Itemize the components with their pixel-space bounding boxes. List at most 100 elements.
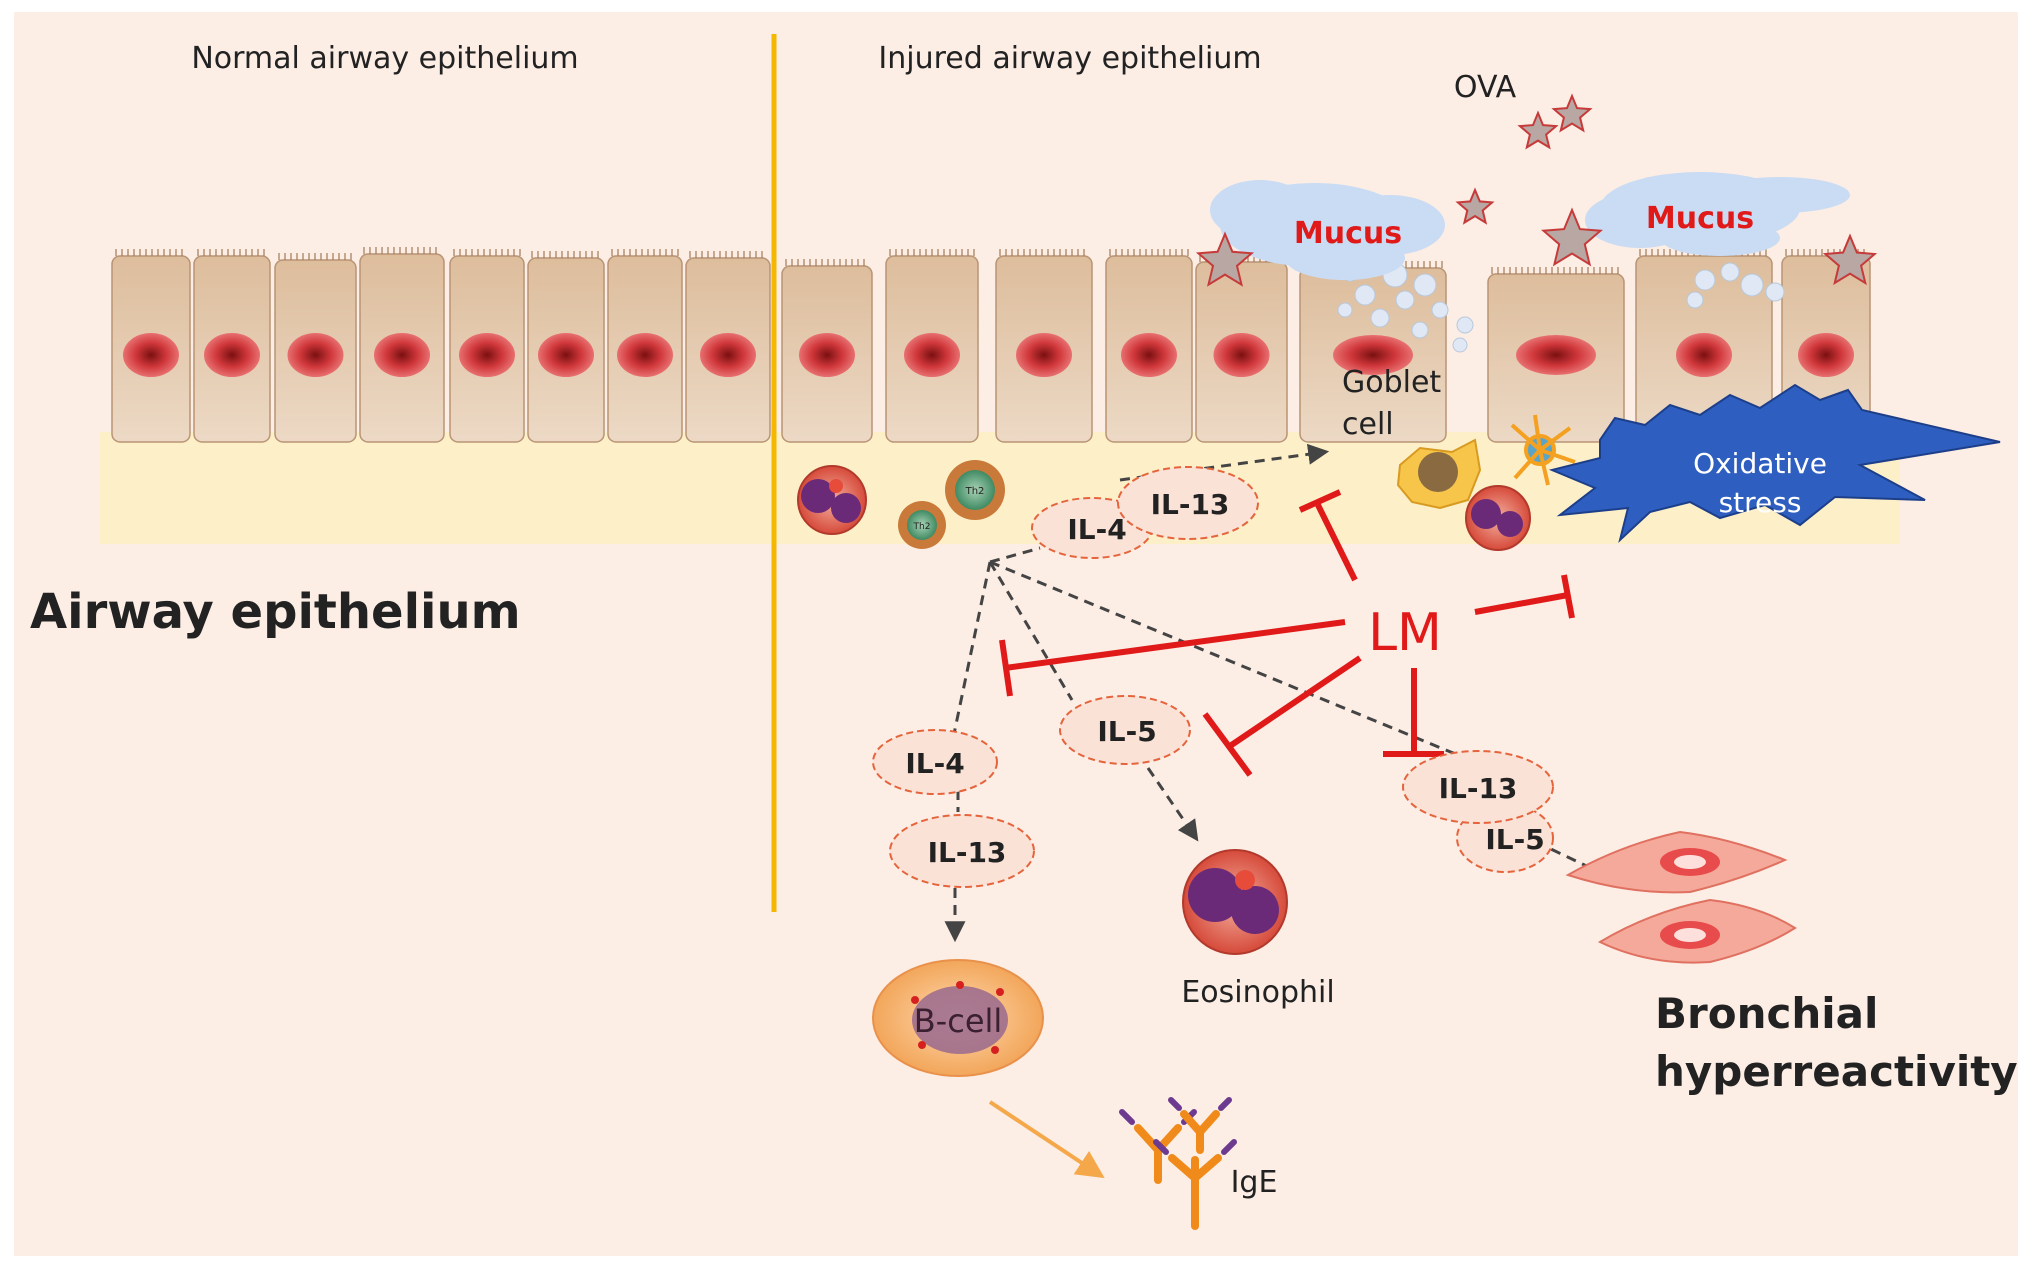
cell-nucleus [287,333,344,377]
injured-epithelium-title: Injured airway epithelium [878,41,1261,76]
eosinophil-label: Eosinophil [1181,975,1334,1010]
epithelial-cell [607,249,683,443]
oxidative-label-1: Oxidative [1693,447,1827,480]
arrow-top-il4-source [989,546,1041,564]
eosinophil-lower [1465,485,1531,551]
epithelial-cell [1105,249,1193,443]
cytokine-right-il13-label: IL-13 [1439,772,1518,805]
smooth-muscle-cell-top [1565,830,1788,894]
inhibit-oxidative-bar [1561,574,1575,619]
epithelial-cell [685,251,771,443]
inhibit-goblet-bar [1298,489,1342,513]
cell-nucleus [538,333,594,377]
arrow-to-left-il4 [952,561,992,735]
epithelial-cell [111,249,191,443]
inhibit-left-il4-line [1004,619,1346,671]
epithelial-cell [359,247,445,443]
cytokine-top-il13: IL-13 [1117,466,1259,540]
mucus-cloud-right: Mucus [1585,172,1850,256]
inhibit-il5-line [1228,655,1362,749]
bronchial-label-1: Bronchial [1655,989,1878,1038]
cytokine-right-il5-label: IL-5 [1485,823,1544,856]
lm-inhibition-lines [999,489,1575,777]
mucus-label-right: Mucus [1646,201,1754,236]
eosinophil-basal [797,465,867,535]
cell-nucleus [1516,335,1596,375]
cell-nucleus [459,333,515,377]
inhibit-goblet-line [1315,503,1358,582]
cytokine-left-il4: IL-4 [872,729,998,795]
oxidative-label-2: stress [1719,486,1802,519]
cell-nucleus [904,333,960,377]
th2-cell-a: Th2 [945,460,1005,520]
b-cell-label: B-cell [914,1002,1003,1040]
ige-antibody-2 [1153,1139,1237,1230]
bronchial-label-2: hyperreactivity [1655,1047,2018,1096]
ova-star [1455,187,1495,225]
cytokine-left-il4-label: IL-4 [905,747,964,780]
epithelial-cell [527,251,605,443]
arrow-to-il5 [988,561,1074,701]
epithelial-cell [1487,267,1625,443]
epithelial-cell [995,249,1093,443]
goblet-cell-label-2: cell [1342,407,1394,442]
cell-nucleus [1213,333,1270,377]
cytokine-mid-il5: IL-5 [1059,695,1191,765]
epithelial-cells [111,247,1871,443]
eosinophil-mature [1182,849,1288,955]
cytokine-top-il4-label: IL-4 [1067,513,1126,546]
cell-nucleus [374,333,430,377]
cell-nucleus [799,333,855,377]
th2-label-b: Th2 [913,522,931,532]
ova-star [1517,110,1559,150]
ige-antibody-3 [1168,1097,1232,1154]
cell-nucleus [1798,333,1854,377]
cytokine-top-il13-label: IL-13 [1151,488,1230,521]
ova-label: OVA [1454,70,1517,105]
cell-nucleus [1676,333,1732,377]
cytokine-right-il13: IL-13 [1402,750,1554,824]
ige-label: IgE [1231,1165,1278,1200]
macrophage [1396,438,1482,510]
epithelial-cell [1635,249,1773,443]
airway-epithelium-label: Airway epithelium [30,584,521,640]
cytokine-mid-il5-label: IL-5 [1097,715,1156,748]
epithelial-cell [1299,261,1447,443]
cytokine-left-il13-label: IL-13 [928,836,1007,869]
cell-nucleus [700,333,756,377]
dendritic-cell [1510,414,1576,486]
epithelial-cell [449,249,525,443]
mucus-cloud-left: Mucus [1210,180,1445,280]
epithelial-cell [193,249,271,443]
normal-epithelium-title: Normal airway epithelium [191,41,578,76]
ova-star [1195,231,1255,287]
cell-nucleus [617,333,673,377]
oxidative-stress: Oxidative stress [1548,383,2001,544]
cell-nucleus [1121,333,1177,377]
ova-allergens [1195,93,1878,287]
b-cell: B-cell [872,959,1044,1077]
epithelial-cell [274,253,357,443]
cell-nucleus [204,333,260,377]
th2-cell-b: Th2 [898,501,946,549]
cell-nucleus [1333,335,1413,375]
inhibit-il5-bar [1202,712,1253,777]
ova-star [1541,207,1603,267]
th2-label-a: Th2 [965,486,985,497]
mucus-label-left: Mucus [1294,216,1402,251]
arrow-bcell-to-ige [988,1100,1105,1179]
inhibit-left-il4-bar [999,639,1013,697]
epithelial-cell [781,259,873,443]
goblet-cell-label-1: Goblet [1342,365,1441,400]
epithelial-cell [885,249,979,443]
smooth-muscle-cell-bottom [1597,898,1797,964]
inhibit-oxidative-line [1474,592,1569,615]
arrow-to-eosinophil [1146,767,1199,842]
cytokine-left-il13: IL-13 [889,814,1035,888]
cell-nucleus [1016,333,1072,377]
arrow-to-right-il13 [989,560,1471,762]
ova-star [1822,233,1878,286]
cell-nucleus [123,333,179,377]
